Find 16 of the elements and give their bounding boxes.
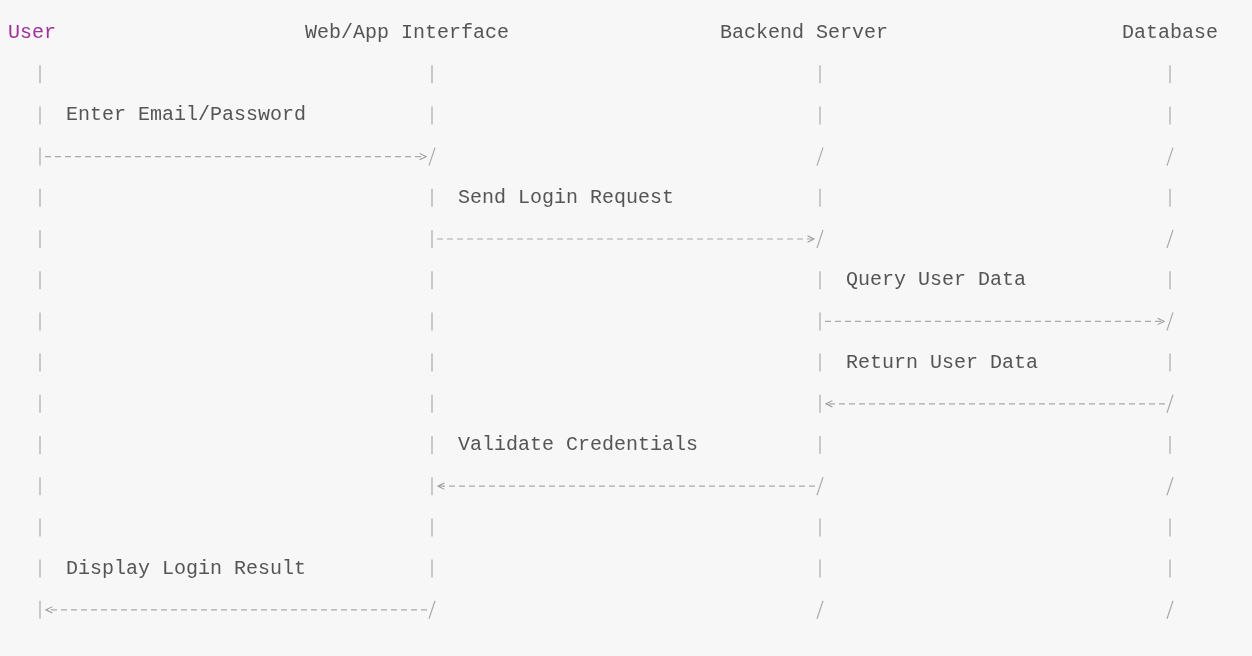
participant-label: Backend Server: [720, 21, 889, 44]
message-arrow: [824, 317, 1165, 326]
message-label: Return User Data: [846, 350, 1039, 375]
message-label: Query User Data: [846, 268, 1027, 293]
message-label: Validate Credentials: [458, 433, 699, 457]
participant-label: User: [8, 21, 56, 44]
participant-label: Database: [1122, 21, 1218, 44]
message-arrow: [44, 152, 427, 161]
message-arrow: [436, 235, 815, 243]
participant-label: Web/App Interface: [305, 21, 510, 44]
message-arrow: [825, 400, 1166, 408]
message-label: Enter Email/Password: [66, 103, 307, 128]
message-arrow: [45, 606, 428, 614]
message-label: Display Login Result: [66, 556, 307, 581]
message-label: Send Login Request: [458, 185, 675, 210]
message-arrow: [437, 482, 816, 490]
